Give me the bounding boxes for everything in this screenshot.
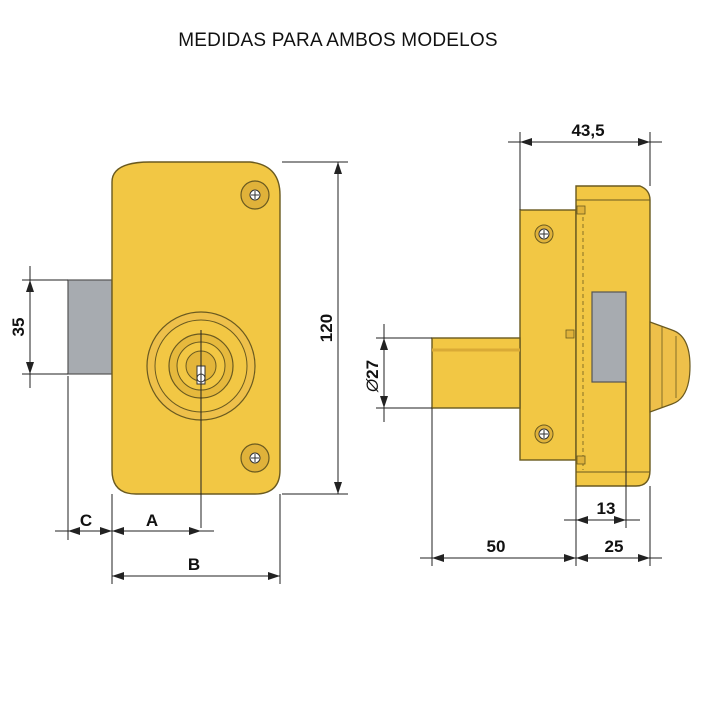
keyhole-icon	[146, 311, 256, 421]
dim-b: B	[188, 555, 200, 574]
dim-body-depth: 25	[605, 537, 624, 556]
dim-c: C	[80, 511, 92, 530]
page-title: MEDIDAS PARA AMBOS MODELOS	[178, 30, 498, 51]
front-view: 35 120 C A B	[9, 161, 348, 584]
dim-cylinder-length: 50	[487, 537, 506, 556]
svg-text:Ø27: Ø27	[363, 360, 382, 393]
screw-icon	[534, 224, 554, 244]
dim-a: A	[146, 511, 158, 530]
screw-icon	[534, 424, 554, 444]
front-bolt	[67, 279, 113, 375]
screw-icon	[240, 443, 270, 473]
dim-total-depth: 43,5	[571, 121, 604, 140]
dim-bolt-height: 35	[9, 318, 28, 337]
side-bolt	[591, 291, 627, 383]
screw-icon	[240, 180, 270, 210]
dim-bolt-offset: 13	[597, 499, 616, 518]
dim-cylinder-diameter: 27	[363, 360, 382, 379]
side-rosette	[649, 321, 691, 413]
dim-height: 120	[317, 314, 336, 342]
side-view: 43,5 Ø27 13 50 25	[363, 121, 691, 566]
